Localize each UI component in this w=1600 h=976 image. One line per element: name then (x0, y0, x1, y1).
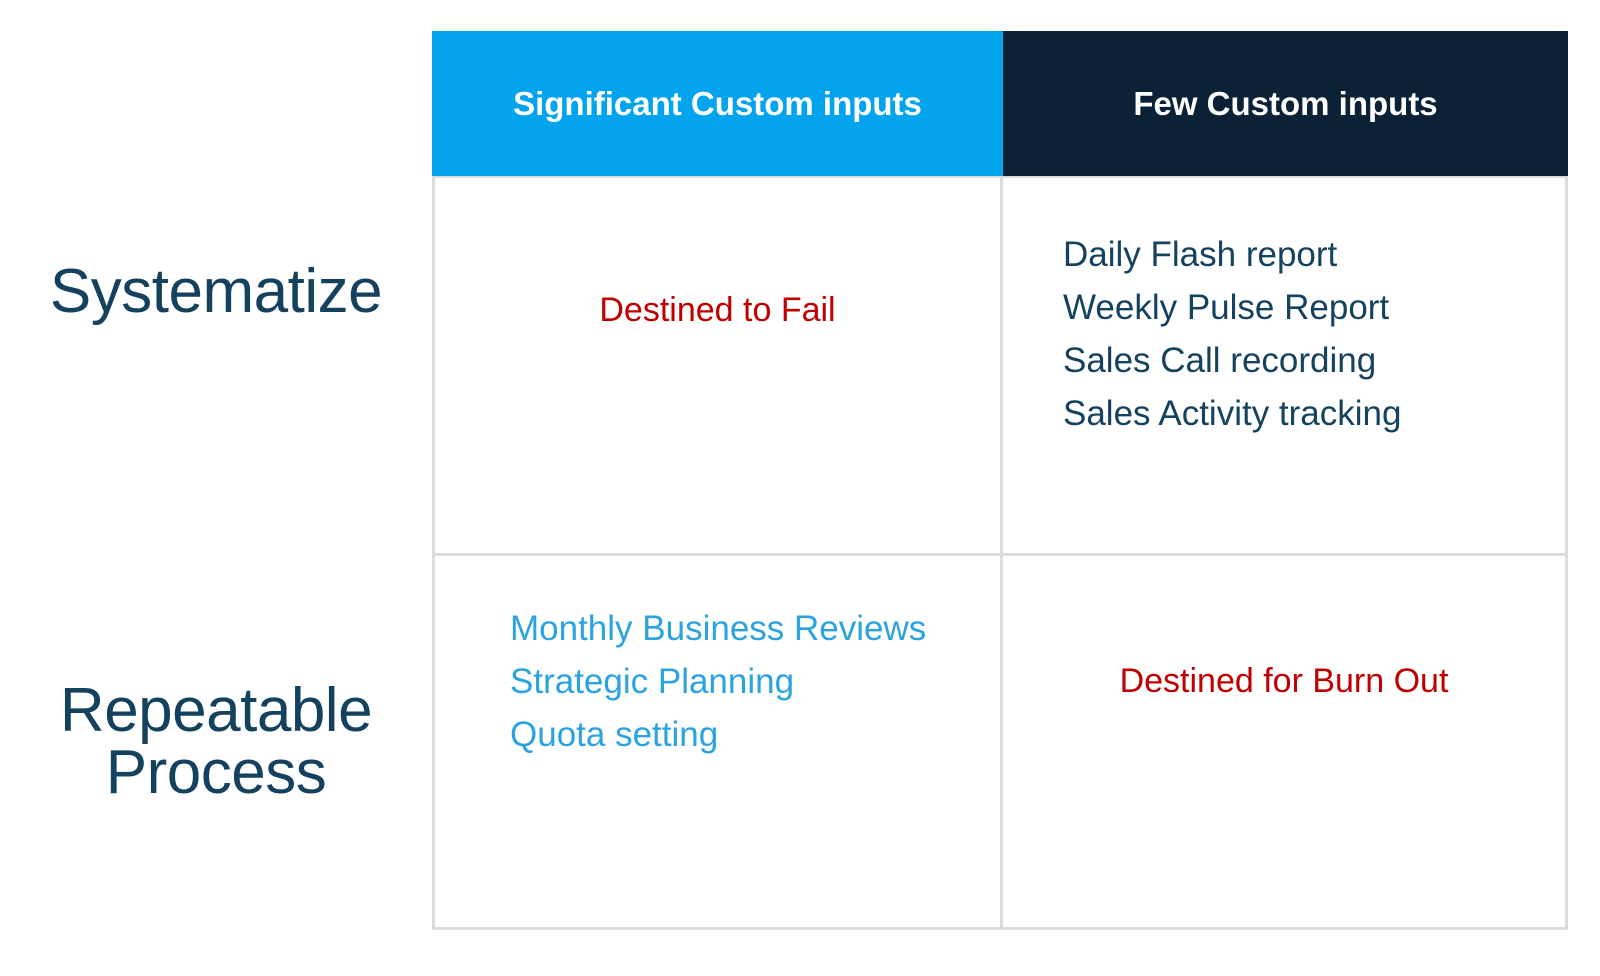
destined-for-burn-out-label: Destined for Burn Out (1119, 661, 1449, 700)
cell-repeatable-process-few-custom-inputs: Destined for Burn Out (1003, 555, 1565, 927)
column-header-few-custom-inputs: Few Custom inputs (1003, 31, 1568, 176)
row-label-repeatable-process-line-1: Repeatable (59, 675, 373, 745)
repeatable-significant-item-list: Monthly Business Reviews Strategic Plann… (510, 602, 926, 761)
matrix-row-repeatable-process: Monthly Business Reviews Strategic Plann… (435, 552, 1565, 927)
row-label-repeatable-process: Repeatable Process (0, 553, 432, 930)
list-item: Monthly Business Reviews (510, 608, 927, 648)
column-header-few-custom-inputs-label: Few Custom inputs (1133, 84, 1438, 122)
destined-to-fail-label: Destined to Fail (599, 291, 836, 329)
cell-repeatable-process-significant-custom-inputs: Monthly Business Reviews Strategic Plann… (435, 555, 1003, 927)
systematize-few-item-list: Daily Flash report Weekly Pulse Report S… (1063, 228, 1401, 440)
matrix-row-systematize: Destined to Fail Daily Flash report Week… (435, 178, 1565, 553)
matrix-table: Significant Custom inputs Few Custom inp… (432, 31, 1568, 930)
list-item: Sales Call recording (1063, 341, 1377, 380)
matrix-body: Destined to Fail Daily Flash report Week… (432, 176, 1568, 930)
cell-systematize-significant-custom-inputs: Destined to Fail (435, 178, 1003, 553)
list-item: Sales Activity tracking (1063, 394, 1402, 433)
list-item: Daily Flash report (1063, 235, 1338, 274)
cell-systematize-few-custom-inputs: Daily Flash report Weekly Pulse Report S… (1003, 178, 1565, 553)
matrix-header-row: Significant Custom inputs Few Custom inp… (432, 31, 1568, 176)
row-label-systematize: Systematize (0, 31, 432, 553)
list-item: Quota setting (510, 714, 719, 754)
row-label-column: Systematize Repeatable Process (0, 31, 432, 930)
row-label-systematize-line-1: Systematize (49, 257, 383, 326)
row-label-repeatable-process-line-2: Process (105, 737, 327, 807)
list-item: Strategic Planning (510, 661, 795, 701)
column-header-significant-custom-inputs: Significant Custom inputs (432, 31, 1003, 176)
list-item: Weekly Pulse Report (1063, 288, 1390, 327)
column-header-significant-custom-inputs-label: Significant Custom inputs (513, 84, 922, 122)
